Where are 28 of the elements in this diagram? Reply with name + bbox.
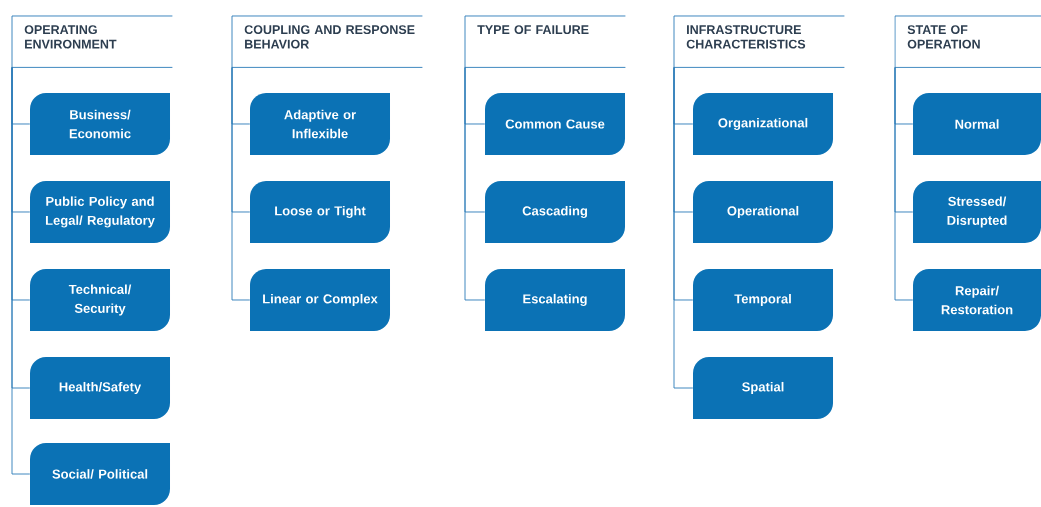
category-box: Repair/ Restoration — [913, 269, 1041, 331]
category-box: Cascading — [485, 181, 625, 243]
category-box: Loose or Tight — [250, 181, 390, 243]
connector-line — [11, 66, 31, 475]
category-box: Technical/ Security — [30, 269, 170, 331]
connector-line — [464, 66, 486, 301]
category-box: Temporal — [693, 269, 833, 331]
category-box: Stressed/ Disrupted — [913, 181, 1041, 243]
category-box: Linear or Complex — [250, 269, 390, 331]
category-box: Spatial — [693, 357, 833, 419]
connector-line — [231, 66, 251, 301]
category-header: INFRASTRUCTURE CHARACTERISTICS — [673, 15, 845, 68]
category-header: STATE OF OPERATION — [894, 15, 1041, 68]
connector-line — [673, 66, 694, 389]
category-box: Escalating — [485, 269, 625, 331]
category-header: OPERATING ENVIRONMENT — [11, 15, 173, 68]
connector-line — [894, 66, 914, 301]
category-box: Organizational — [693, 93, 833, 155]
category-box: Normal — [913, 93, 1041, 155]
category-box: Operational — [693, 181, 833, 243]
category-box: Public Policy and Legal/ Regulatory — [30, 181, 170, 243]
category-box: Social/ Political — [30, 443, 170, 505]
category-header: TYPE OF FAILURE — [464, 15, 626, 68]
category-box: Common Cause — [485, 93, 625, 155]
category-box: Business/ Economic — [30, 93, 170, 155]
category-box: Health/Safety — [30, 357, 170, 419]
category-header: COUPLING AND RESPONSE BEHAVIOR — [231, 15, 423, 68]
category-box: Adaptive or Inflexible — [250, 93, 390, 155]
